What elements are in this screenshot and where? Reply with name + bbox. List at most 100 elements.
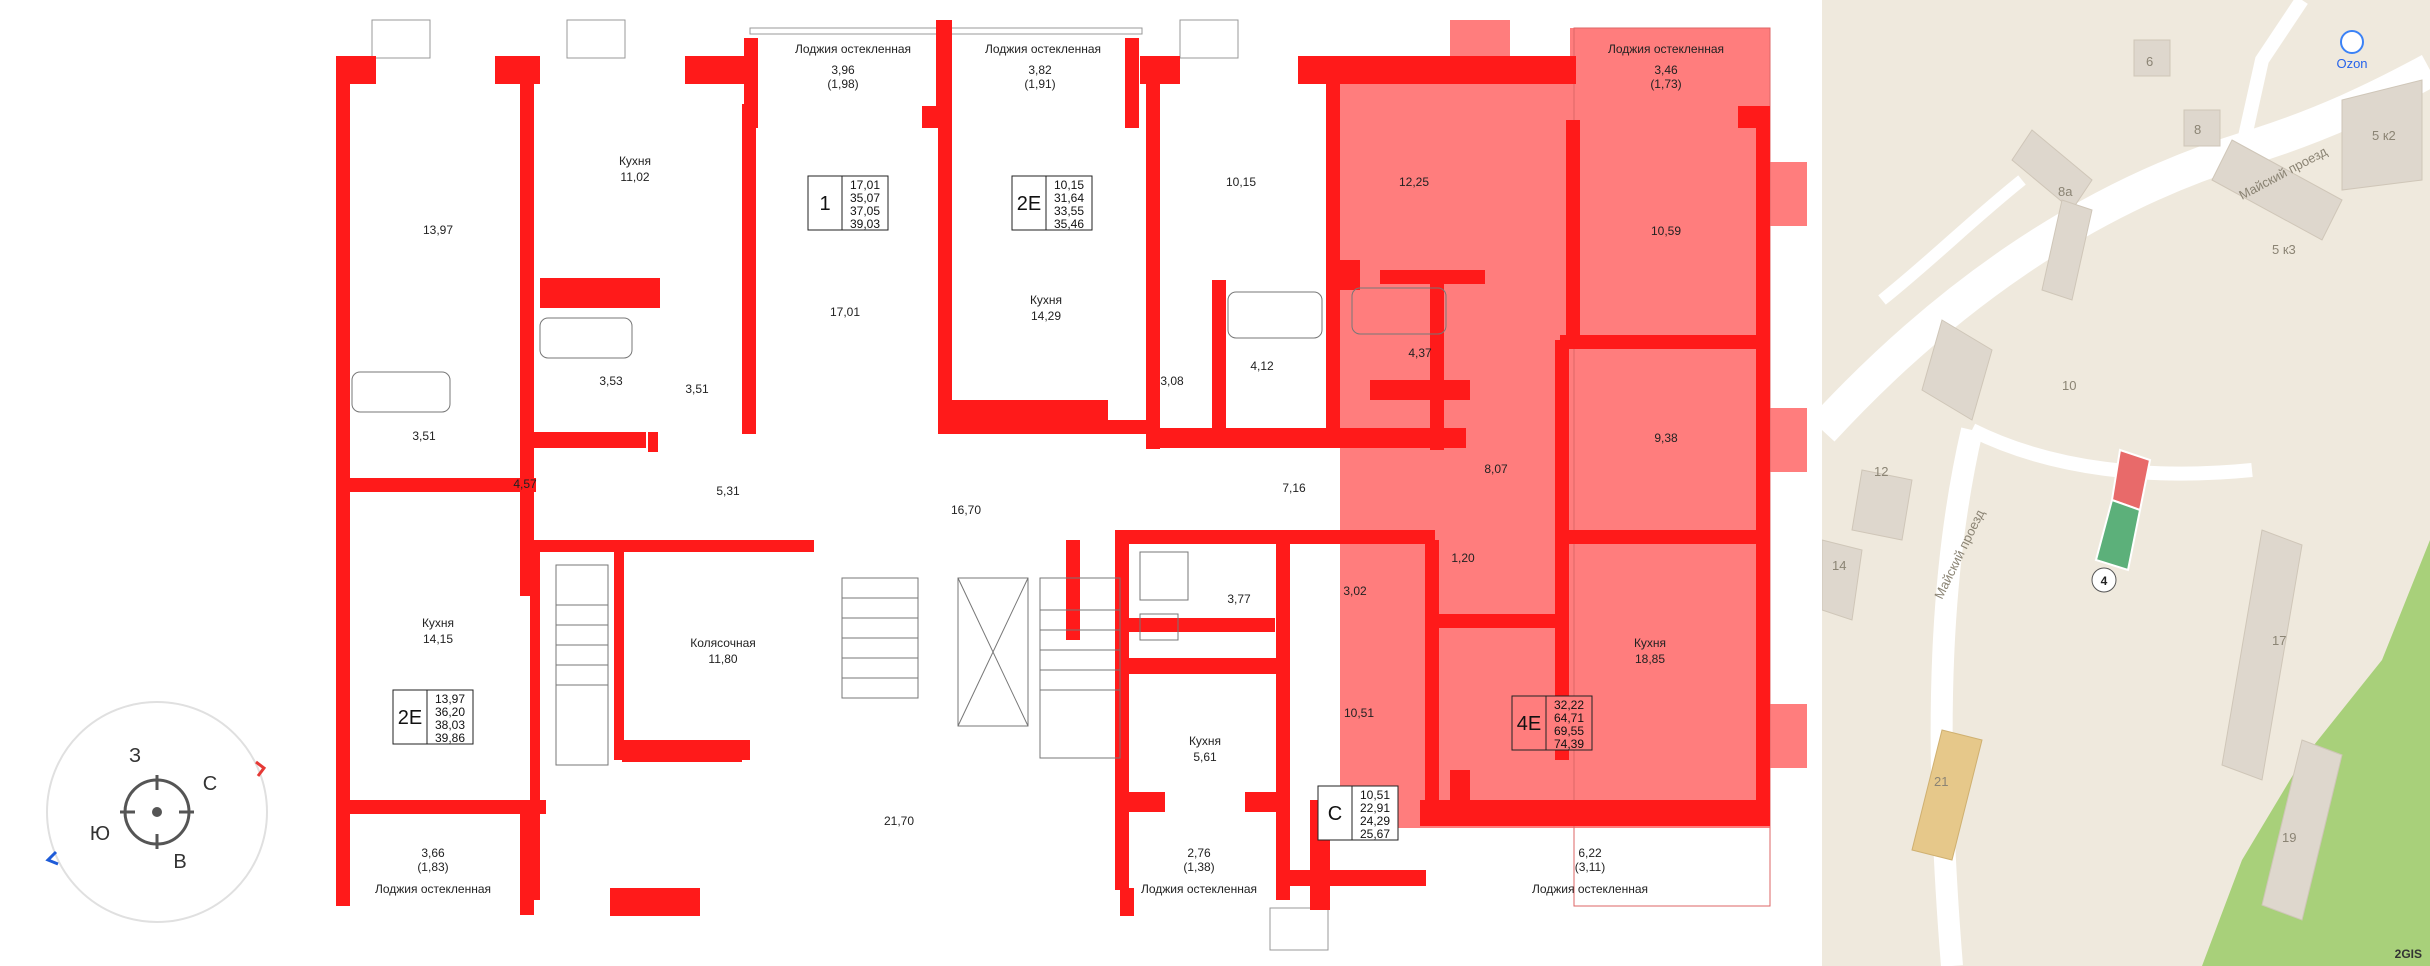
loggia-title: Лоджия остекленная <box>375 882 491 896</box>
apartment-box-1[interactable]: 1 17,01 35,07 37,05 39,03 <box>807 175 889 231</box>
loggia-area: 3,46 <box>1654 63 1678 77</box>
compass-south: Ю <box>90 823 110 845</box>
room-area: 5,61 <box>1193 750 1217 764</box>
loggia-labels: Лоджия остекленная 3,96 (1,98) Лоджия ос… <box>375 42 1724 896</box>
marker-badge[interactable] <box>2091 567 2117 593</box>
map-marker-green[interactable] <box>2094 498 2142 572</box>
map-brand: 2GIS <box>2395 947 2422 961</box>
svg-text:19: 19 <box>2282 830 2296 845</box>
location-map[interactable]: 4 Майский проезд Майский проезд 6 8 8а 5… <box>1822 0 2430 966</box>
svg-text:8: 8 <box>2194 122 2201 137</box>
svg-text:10: 10 <box>2062 378 2076 393</box>
room-name: Кухня <box>1634 636 1666 650</box>
room-area: 9,38 <box>1654 431 1678 445</box>
apartment-type: 2Е <box>398 707 422 729</box>
svg-text:32,22: 32,22 <box>1554 698 1584 712</box>
compass-east: В <box>173 851 186 873</box>
room-area: 16,70 <box>951 503 981 517</box>
room-area: 1,20 <box>1451 551 1475 565</box>
poi-label: Ozon <box>2336 56 2367 71</box>
room-area: 14,29 <box>1031 309 1061 323</box>
floor-plan-drawing: 13,97 Кухня 11,02 3,51 3,53 3,51 17,01 1… <box>45 19 1807 951</box>
room-area: 3,53 <box>599 374 623 388</box>
room-area: 17,01 <box>830 305 860 319</box>
room-name: Кухня <box>619 154 651 168</box>
apartment-box-2e-bottom[interactable]: 2Е 13,97 36,20 38,03 39,86 <box>392 689 474 745</box>
apartment-box-2e-top[interactable]: 2Е 10,15 31,64 33,55 35,46 <box>1011 175 1093 231</box>
loggia-area: 3,96 <box>831 63 855 77</box>
room-labels: 13,97 Кухня 11,02 3,51 3,53 3,51 17,01 1… <box>412 154 1681 828</box>
svg-text:35,07: 35,07 <box>850 191 880 205</box>
svg-text:6: 6 <box>2146 54 2153 69</box>
apartment-box-studio[interactable]: С 10,51 22,91 24,29 25,67 <box>1317 785 1399 841</box>
apartment-box-4e[interactable]: 4Е 32,22 64,71 69,55 74,39 <box>1511 695 1593 751</box>
svg-text:14: 14 <box>1832 558 1846 573</box>
loggia-title: Лоджия остекленная <box>795 42 911 56</box>
svg-text:35,46: 35,46 <box>1054 217 1084 231</box>
compass-north: С <box>203 773 217 795</box>
loggia-sub: (1,98) <box>827 77 858 91</box>
room-area: 18,85 <box>1635 652 1665 666</box>
room-area: 8,07 <box>1484 462 1508 476</box>
svg-text:38,03: 38,03 <box>435 718 465 732</box>
svg-text:13,97: 13,97 <box>435 692 465 706</box>
room-name: Кухня <box>1189 734 1221 748</box>
arrow-red-icon <box>255 760 267 777</box>
svg-text:8а: 8а <box>2058 184 2073 199</box>
room-name: Кухня <box>1030 293 1062 307</box>
svg-text:5 к3: 5 к3 <box>2272 242 2296 257</box>
apartment-type: 1 <box>819 193 830 215</box>
loggia-title: Лоджия остекленная <box>1532 882 1648 896</box>
loggia-title: Лоджия остекленная <box>1608 42 1724 56</box>
room-area: 11,02 <box>620 170 649 184</box>
map-buildings <box>1822 39 2423 921</box>
loggia-area: 6,22 <box>1578 846 1602 860</box>
room-area: 12,25 <box>1399 175 1429 189</box>
room-area: 3,51 <box>412 429 436 443</box>
room-name: Кухня <box>422 616 454 630</box>
room-area: 3,51 <box>685 382 709 396</box>
room-area: 10,59 <box>1651 224 1681 238</box>
svg-text:22,91: 22,91 <box>1360 801 1390 815</box>
svg-text:74,39: 74,39 <box>1554 737 1584 751</box>
svg-text:17: 17 <box>2272 633 2286 648</box>
room-name: Колясочная <box>690 636 756 650</box>
loggia-sub: (1,91) <box>1024 77 1055 91</box>
room-area: 10,51 <box>1344 706 1374 720</box>
loggia-area: 3,66 <box>421 846 445 860</box>
svg-text:39,86: 39,86 <box>435 731 465 745</box>
room-area: 3,77 <box>1227 592 1251 606</box>
svg-text:17,01: 17,01 <box>850 178 880 192</box>
svg-text:12: 12 <box>1874 464 1888 479</box>
room-area: 4,12 <box>1250 359 1274 373</box>
room-area: 10,15 <box>1226 175 1256 189</box>
apartment-type: 4Е <box>1517 713 1541 735</box>
room-area: 21,70 <box>884 814 914 828</box>
svg-text:37,05: 37,05 <box>850 204 880 218</box>
marker-number: 4 <box>2101 574 2108 588</box>
svg-text:64,71: 64,71 <box>1554 711 1584 725</box>
room-area: 4,37 <box>1408 346 1432 360</box>
svg-text:36,20: 36,20 <box>435 705 465 719</box>
ozon-icon[interactable] <box>2340 30 2364 54</box>
apartment-type: 2Е <box>1017 193 1041 215</box>
stairs-and-elevator <box>351 287 1447 766</box>
svg-text:33,55: 33,55 <box>1054 204 1084 218</box>
compass[interactable]: С В Ю З <box>45 701 268 923</box>
room-area: 4,57 <box>513 477 537 491</box>
svg-text:5 к2: 5 к2 <box>2372 128 2396 143</box>
map-drawing: 4 Майский проезд Майский проезд 6 8 8а 5… <box>1822 0 2430 966</box>
svg-text:31,64: 31,64 <box>1054 191 1084 205</box>
room-area: 7,16 <box>1282 481 1306 495</box>
compass-west: З <box>129 745 141 767</box>
loggia-sub: (3,11) <box>1575 860 1605 874</box>
svg-text:10,15: 10,15 <box>1054 178 1084 192</box>
building-21 <box>1911 729 1983 861</box>
loggia-sub: (1,73) <box>1650 77 1681 91</box>
room-area: 13,97 <box>423 223 453 237</box>
room-area: 3,08 <box>1160 374 1184 388</box>
walls <box>336 20 1770 916</box>
svg-text:10,51: 10,51 <box>1360 788 1390 802</box>
svg-text:25,67: 25,67 <box>1360 827 1390 841</box>
loggia-title: Лоджия остекленная <box>985 42 1101 56</box>
